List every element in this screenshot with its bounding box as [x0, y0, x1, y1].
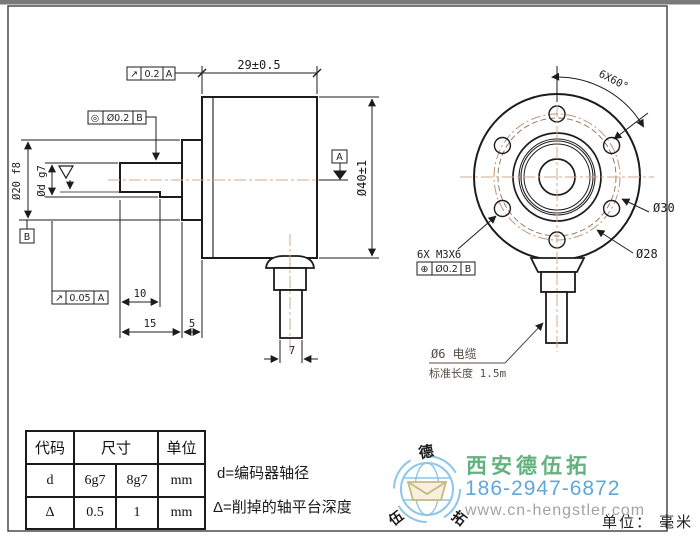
concentricity-datum: B — [136, 113, 143, 124]
flat-depth-mark — [57, 165, 119, 193]
runout-front-datum: A — [98, 293, 105, 304]
front-view — [460, 84, 654, 352]
spec-cell: mm — [157, 496, 206, 530]
cable-callout-line1: Ø6 电缆 — [431, 347, 477, 361]
datum-b-label: B — [24, 232, 31, 243]
position-symbol: ⊕ — [421, 264, 429, 275]
watermark-website: www.cn-hengstler.com — [465, 502, 646, 519]
spec-cell: 6g7 — [73, 463, 117, 498]
dim-hole-pattern: 6X60° — [597, 68, 631, 93]
front-cable-gland-block — [540, 271, 576, 293]
datum-a-label: A — [336, 152, 343, 163]
spec-cell: mm — [157, 463, 206, 498]
fcf-runout-top — [126, 66, 176, 81]
drawing-border — [7, 5, 668, 532]
spec-cell: d — [25, 463, 75, 498]
spec-header-code: 代码 — [25, 430, 75, 465]
watermark-company: 西安德伍拓 — [466, 455, 591, 478]
runout-top-symbol: ↗ — [130, 69, 138, 80]
logo-char-top: 德 — [417, 442, 435, 462]
front-cable-gland-flange — [529, 257, 586, 273]
watermark-phone: 186-2947-6872 — [465, 477, 621, 500]
dim-boss-diameter: Ø28 — [636, 247, 658, 261]
runout-front-value: 0.05 — [69, 293, 90, 304]
side-view — [108, 96, 334, 352]
hole-pattern-arc — [551, 72, 645, 128]
runout-top-value: 0.2 — [144, 69, 159, 80]
thread-callout: 6X M3X6 — [417, 249, 461, 261]
fcf-position — [416, 261, 476, 276]
encoder-body-outline — [201, 96, 318, 259]
runout-front-symbol: ↗ — [55, 293, 63, 304]
flat-depth-note: Δ=削掉的轴平台深度 — [213, 499, 352, 516]
concentricity-value: Ø0.2 — [107, 113, 130, 124]
fcf-concentricity — [87, 110, 160, 161]
concentricity-symbol: ◎ — [91, 113, 99, 124]
fcf-runout-front — [51, 221, 109, 305]
datum-b — [19, 220, 35, 244]
company-logo: 德 伍 拓 — [385, 442, 470, 529]
spec-cell: Δ — [25, 496, 75, 530]
shaft-diameter-note: d=编码器轴径 — [217, 465, 310, 482]
datum-a — [319, 149, 348, 181]
logo-envelope — [406, 481, 448, 501]
front-view-dimensions — [416, 66, 650, 364]
dim-body-width: 29±0.5 — [237, 58, 280, 72]
boss-dia-leader — [596, 229, 634, 254]
spec-table: 代码 尺寸 单位 d 6g7 8g7 mm Δ 0.5 1 mm — [25, 430, 206, 530]
position-value: Ø0.2 — [435, 264, 458, 275]
table-row: d 6g7 8g7 mm — [25, 463, 206, 498]
spec-header-unit: 单位 — [157, 430, 206, 465]
dim-flange-thickness: 5 — [189, 318, 195, 330]
cable-leader — [504, 322, 544, 364]
spec-cell: 1 — [115, 496, 159, 530]
dim-flange-diameter: Ø20 f8 — [11, 162, 23, 200]
dim-shaft-diameter: Ød g7 — [36, 165, 48, 197]
spec-cell: 8g7 — [115, 463, 159, 498]
runout-top-datum: A — [166, 69, 173, 80]
window-top-bar — [0, 0, 700, 5]
cable-callout-line2: 标准长度 1.5m — [429, 366, 506, 380]
dim-flat-length: 10 — [134, 288, 147, 300]
unit-note: 单位： 毫米 — [602, 514, 694, 531]
dim-shaft-length: 15 — [144, 318, 157, 330]
shaft-outline — [119, 162, 182, 198]
cable-stub — [279, 289, 303, 339]
position-datum: B — [465, 264, 472, 275]
dim-bolt-circle: Ø30 — [653, 201, 675, 215]
spec-cell: 0.5 — [73, 496, 117, 530]
thread-leader — [457, 215, 497, 250]
side-view-dimensions — [19, 66, 379, 363]
dim-body-diameter: Ø40±1 — [355, 160, 369, 196]
table-row: Δ 0.5 1 mm — [25, 496, 206, 530]
spec-header-size: 尺寸 — [73, 430, 159, 465]
dim-cable-exit-width: 7 — [289, 345, 295, 357]
bolt-circle-leader — [621, 198, 650, 213]
